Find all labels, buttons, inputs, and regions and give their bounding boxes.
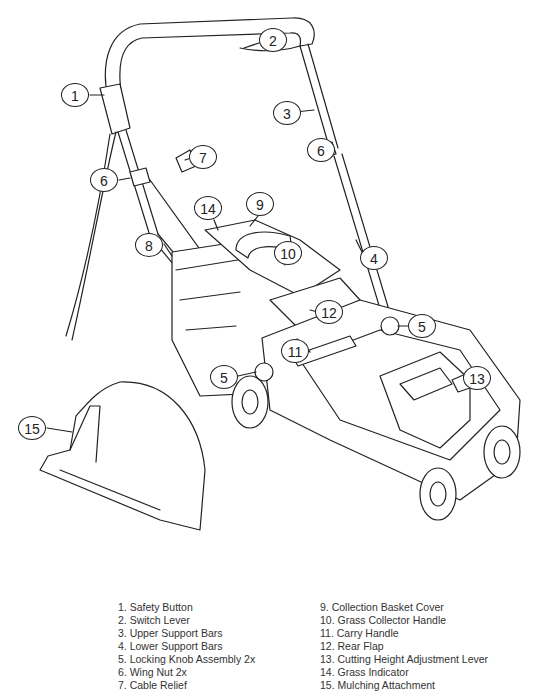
part-list-item: 15. Mulching Attachment — [320, 679, 435, 692]
callout-number: 9 — [246, 192, 274, 216]
callout-number: 6 — [307, 138, 335, 162]
part-list-item: 10. Grass Collector Handle — [320, 614, 446, 627]
part-list-item: 2. Switch Lever — [118, 614, 190, 627]
part-list-item: 14. Grass Indicator — [320, 666, 409, 679]
part-list-item: 9. Collection Basket Cover — [320, 601, 444, 614]
callout-number: 13 — [463, 366, 491, 390]
callout-number: 15 — [18, 416, 46, 440]
callout-number: 7 — [189, 145, 217, 169]
callout-number: 10 — [274, 241, 302, 265]
callout-number: 4 — [360, 246, 388, 270]
part-list-item: 7. Cable Relief — [118, 679, 187, 692]
part-list-item: 5. Locking Knob Assembly 2x — [118, 653, 255, 666]
callout-number: 1 — [61, 83, 89, 107]
part-list-item: 4. Lower Support Bars — [118, 640, 222, 653]
callout-number: 12 — [315, 300, 343, 324]
callout-number: 2 — [259, 28, 287, 52]
part-list-item: 13. Cutting Height Adjustment Lever — [320, 653, 488, 666]
callout-number: 5 — [408, 314, 436, 338]
part-list-item: 3. Upper Support Bars — [118, 627, 222, 640]
callout-number: 5 — [210, 365, 238, 389]
callout-number: 14 — [194, 196, 222, 220]
callout-number: 11 — [281, 339, 309, 363]
callout-number: 6 — [90, 168, 118, 192]
part-list-item: 12. Rear Flap — [320, 640, 384, 653]
part-list-item: 1. Safety Button — [118, 601, 193, 614]
part-list-item: 11. Carry Handle — [320, 627, 399, 640]
callout-number: 8 — [135, 233, 163, 257]
callout-number: 3 — [273, 101, 301, 125]
part-list-item: 6. Wing Nut 2x — [118, 666, 187, 679]
